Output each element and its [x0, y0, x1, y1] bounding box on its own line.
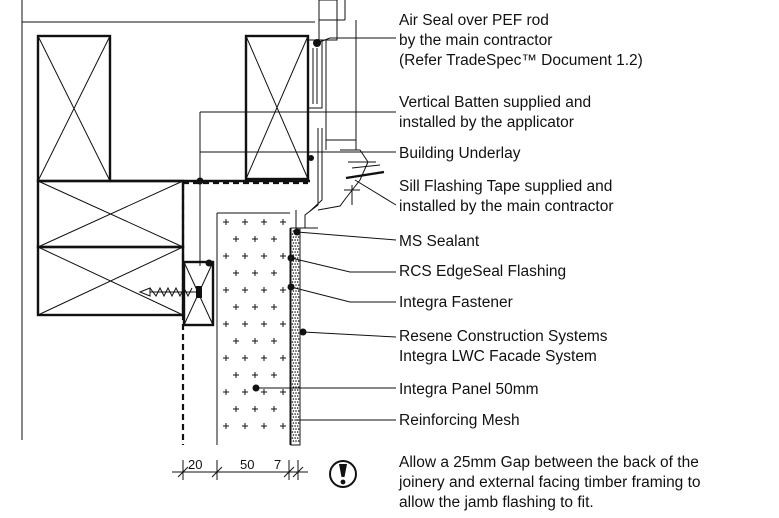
window-joinery [295, 0, 385, 229]
rcs-edgeseal-label: RCS EdgeSeal Flashing [399, 263, 566, 280]
dimension-7: 7 [274, 457, 281, 472]
dimension-line: 20 50 7 [172, 457, 308, 480]
panel-texture [223, 219, 286, 429]
reinforcing-mesh-label: Reinforcing Mesh [399, 412, 520, 429]
building-underlay-label: Building Underlay [399, 145, 521, 162]
gap-note: Allow a 25mm Gap between the back of the… [398, 454, 705, 511]
framing [21, 0, 315, 445]
leaders [196, 37, 397, 421]
integra-fastener [138, 286, 202, 298]
ms-sealant-label: MS Sealant [399, 233, 480, 250]
vertical-batten-label: Vertical Batten supplied and installed b… [399, 94, 595, 131]
integra-panel-label: Integra Panel 50mm [399, 381, 539, 398]
render-coating [290, 227, 301, 446]
facade-system-label: Resene Construction Systems Integra LWC … [399, 328, 612, 365]
dimension-50: 50 [240, 457, 254, 472]
caution-icon [329, 460, 357, 488]
integra-fastener-label: Integra Fastener [399, 294, 513, 311]
air-seal-label: Air Seal over PEF rod by the main contra… [399, 12, 643, 69]
sill-flashing-tape-label: Sill Flashing Tape supplied and installe… [399, 178, 617, 215]
dimension-20: 20 [188, 457, 202, 472]
callout-labels: Air Seal over PEF rod by the main contra… [399, 12, 643, 429]
integra-panel [216, 212, 291, 445]
